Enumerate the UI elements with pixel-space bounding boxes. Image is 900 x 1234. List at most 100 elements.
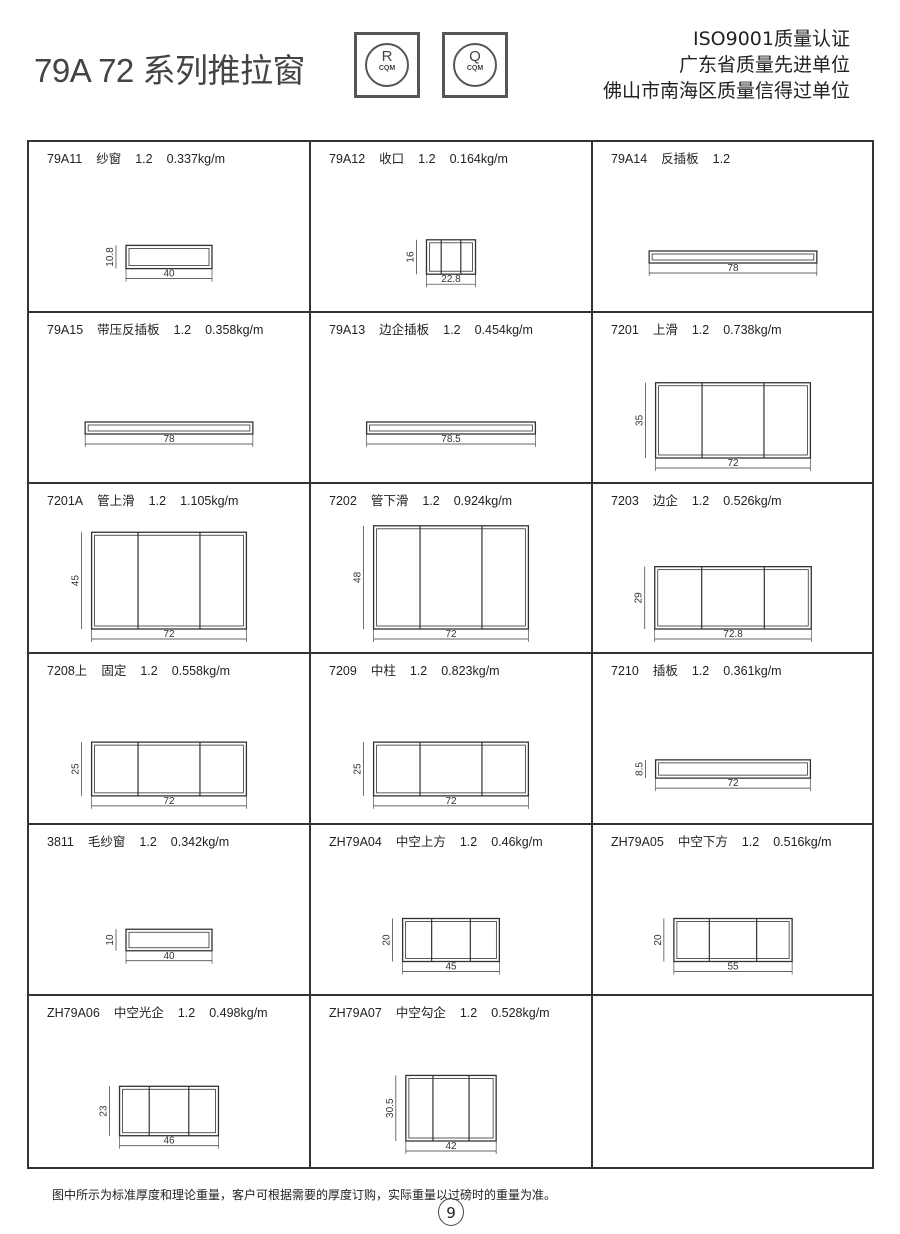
page-number: 9: [438, 1198, 464, 1226]
profile-weight: 0.516kg/m: [773, 835, 832, 850]
width-dimension-label: 72: [445, 629, 457, 640]
page-title: 79A 72 系列推拉窗: [34, 52, 305, 89]
width-dimension-label: 72: [445, 796, 457, 807]
height-dimension-label: 10: [105, 934, 116, 946]
profile-thickness: 1.2: [173, 322, 192, 337]
profile-outline: [648, 250, 818, 264]
profile-thickness: 1.2: [140, 664, 158, 679]
width-dimension-label: 72: [727, 458, 739, 469]
height-dimension-label: 29: [634, 591, 645, 603]
certification: 佛山市南海区质量信得过单位: [602, 80, 850, 102]
profile-outline: [90, 531, 248, 630]
profile-code: 7202: [329, 493, 357, 508]
profile-thickness: 1.2: [135, 152, 153, 166]
profile-outline: [654, 759, 812, 780]
height-dimension-label: 16: [405, 251, 416, 263]
profile-inner-wall: [676, 921, 790, 960]
height-dimension-label: 35: [635, 414, 646, 426]
width-dimension-label: 42: [445, 1141, 457, 1152]
profile-thickness: 1.2: [409, 664, 428, 679]
profile-code: 7203: [611, 493, 639, 508]
profile-drawing: 78: [84, 421, 254, 447]
profile-code: 3811: [47, 835, 74, 850]
footer-note: 图中所示为标准厚度和理论重量，客户可根据需要的厚度订购，实际重量以过磅时的重量为…: [52, 1188, 557, 1202]
profile-inner-wall: [94, 534, 244, 627]
profile-outline: [365, 421, 537, 435]
profile-inner-wall: [408, 1078, 494, 1139]
profile-weight: 0.454kg/m: [474, 322, 533, 337]
profile-name: 边企插板: [379, 322, 430, 337]
profile-thickness: 1.2: [148, 493, 167, 508]
profile-weight: 0.358kg/m: [205, 322, 264, 337]
profile-code: 79A13: [329, 322, 366, 337]
width-dimension-label: 78: [727, 263, 739, 274]
profile-thickness: 1.2: [177, 1006, 196, 1021]
profile-outline: [125, 928, 213, 952]
height-dimension-label: 20: [382, 934, 393, 946]
profile-inner-wall: [651, 253, 815, 261]
width-dimension-label: 55: [727, 962, 739, 973]
profile-outline: [673, 918, 793, 963]
profile-thickness: 1.2: [691, 664, 710, 679]
profile-thickness: 1.2: [741, 835, 760, 850]
height-dimension-label: 20: [653, 934, 664, 946]
profile-thickness: 1.2: [459, 835, 478, 850]
profile-name: 插板: [652, 664, 678, 679]
profile-inner-wall: [376, 528, 526, 627]
profile-name: 收口: [379, 152, 405, 166]
profile-name: 中柱: [370, 664, 396, 679]
width-dimension-label: 40: [163, 269, 175, 280]
profile-weight: 0.738kg/m: [723, 322, 782, 337]
profile-drawing: 42 30.5: [385, 1074, 497, 1155]
profile-name: 中空下方: [677, 835, 728, 850]
profile-weight: 0.46kg/m: [491, 835, 543, 850]
profile-code: 7210: [611, 664, 639, 679]
profile-weight: 0.823kg/m: [441, 664, 500, 679]
profile-inner-wall: [128, 247, 210, 267]
profile-name: 固定: [101, 664, 127, 679]
profile-name: 中空光企: [113, 1006, 164, 1021]
profile-drawing: 22.816: [405, 239, 477, 288]
width-dimension-label: 78.5: [441, 434, 461, 445]
profile-outline: [654, 565, 812, 630]
profile-header: 79A13 边企插板 1.2 0.454kg/m: [329, 319, 547, 338]
profile-drawing: 72.8 29: [634, 565, 812, 642]
height-dimension-label: 30.5: [385, 1098, 396, 1118]
width-dimension-label: 40: [163, 951, 175, 962]
width-dimension-label: 46: [163, 1136, 175, 1147]
profile-weight: 0.924kg/m: [453, 493, 513, 508]
profile-code: ZH79A07: [329, 1006, 382, 1021]
empty-cell: [593, 996, 872, 1167]
profile-inner-wall: [657, 568, 809, 627]
profile-code: 7201: [611, 322, 639, 337]
profile-weight: 0.558kg/m: [171, 664, 231, 679]
profile-thickness: 1.2: [691, 493, 710, 508]
width-dimension-label: 72.8: [723, 629, 743, 640]
profile-drawing: 728.5: [635, 759, 812, 792]
certification: 广东省质量先进单位: [678, 54, 850, 76]
profile-outline: [401, 918, 501, 963]
width-dimension-label: 72: [163, 629, 175, 640]
profile-drawing: 55 20: [653, 918, 793, 975]
profile-inner-wall: [94, 745, 244, 794]
profile-name: 管上滑: [97, 493, 135, 508]
profile-thickness: 1.2: [443, 322, 461, 337]
profile-outline: [654, 381, 812, 459]
profile-code: ZH79A06: [47, 1006, 100, 1021]
profile-weight: 0.528kg/m: [491, 1006, 550, 1021]
profile-drawing: 40 10: [105, 928, 213, 965]
